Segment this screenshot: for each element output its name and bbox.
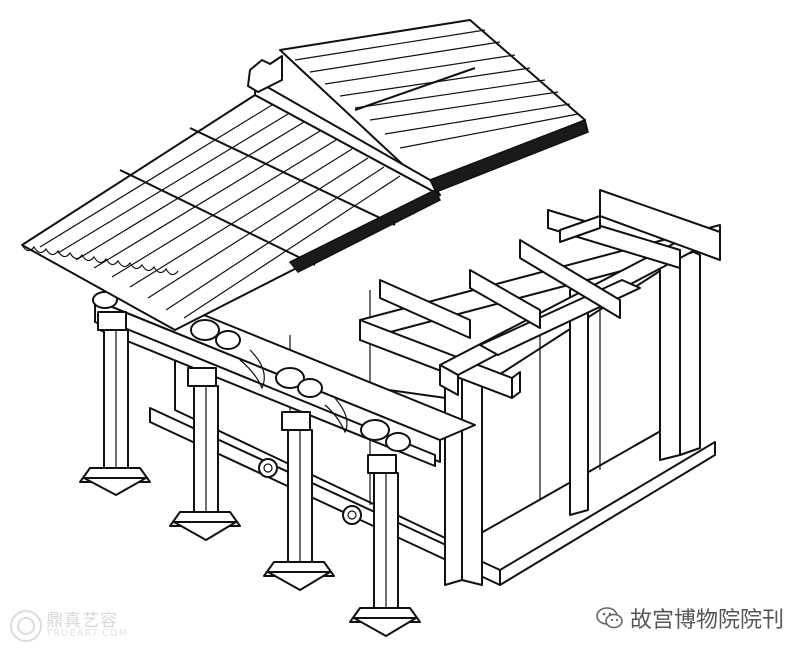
seal-logo-icon (10, 610, 42, 642)
watermark-left-subtext: TRUEART.COM (46, 628, 129, 639)
roof-ridge (247, 55, 441, 196)
watermark-left-text: 鼎真艺容 (46, 611, 118, 631)
front-columns (79, 311, 421, 637)
bracket-sets (92, 291, 411, 452)
watermark-right-text: 故宫博物院院刊 (630, 608, 785, 633)
watermark-right: 故宫博物院院刊 (596, 603, 784, 633)
mortar-section (288, 118, 589, 273)
wechat-icon (596, 607, 623, 629)
tie-beams (359, 189, 721, 399)
front-architrave (94, 284, 476, 467)
lower-rosettes (258, 458, 362, 525)
